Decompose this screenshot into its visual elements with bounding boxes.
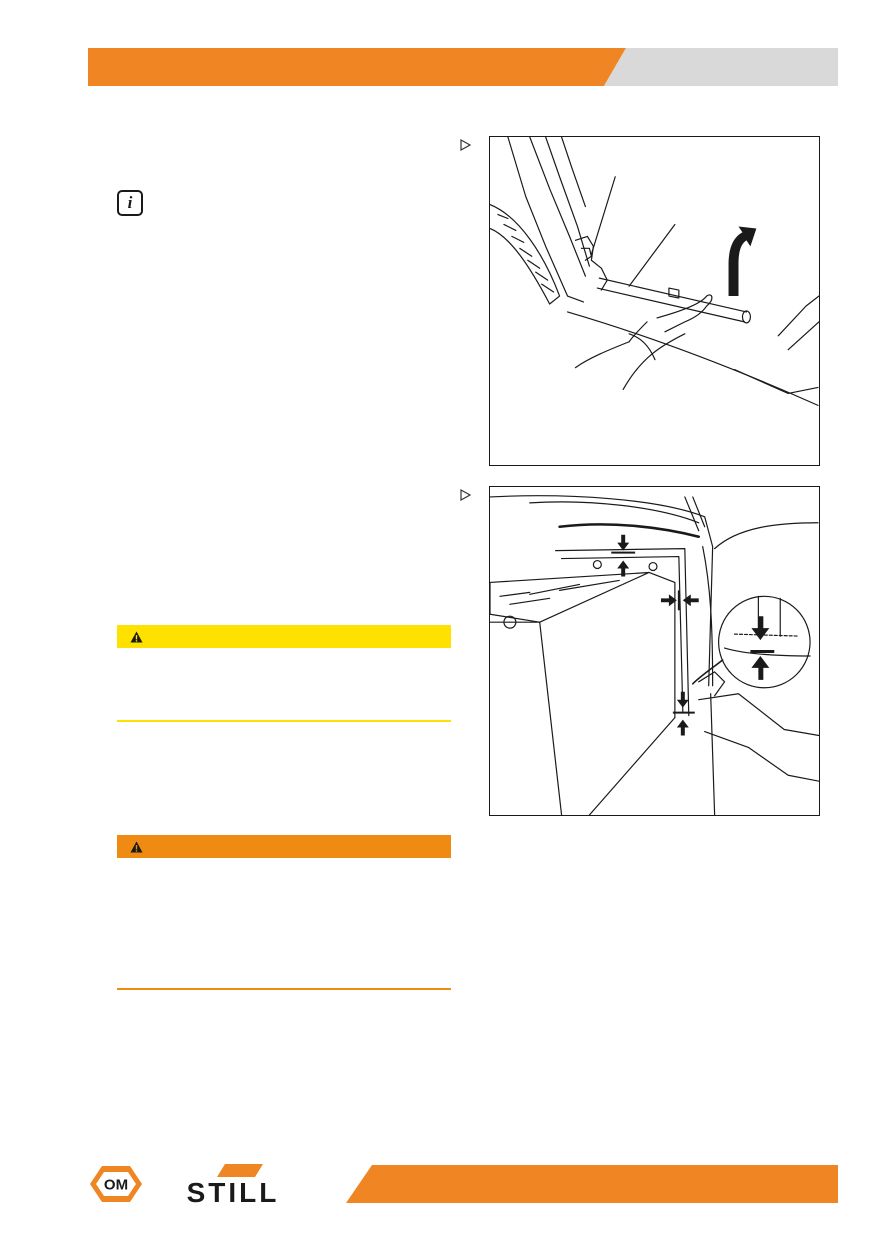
caution-header-bar [117,625,451,648]
om-logo-text: OM [104,1177,128,1194]
info-note-icon: i [117,190,143,216]
warning-end-line [117,988,451,990]
lift-arrow-icon [728,226,757,297]
still-logo: STILL [187,1164,280,1205]
footer-band [346,1165,838,1203]
figure-lifting-handle [489,136,820,466]
header-gray-segment [604,48,838,86]
header-orange-segment [88,48,626,86]
warning-triangle-icon [130,631,143,642]
header-band [88,48,838,86]
warning-triangle-icon [130,841,143,852]
illustration-battery-clearance [490,495,819,815]
figure-battery-clearance [489,486,820,816]
caution-end-line [117,720,451,722]
figure-marker-icon [460,139,471,151]
figure-marker-icon [460,489,471,501]
illustration-lifting-handle [490,137,819,406]
still-logo-text: STILL [187,1177,280,1205]
clearance-arrows-icon [611,534,775,736]
warning-header-bar [117,835,451,858]
om-logo: OM [90,1166,142,1202]
